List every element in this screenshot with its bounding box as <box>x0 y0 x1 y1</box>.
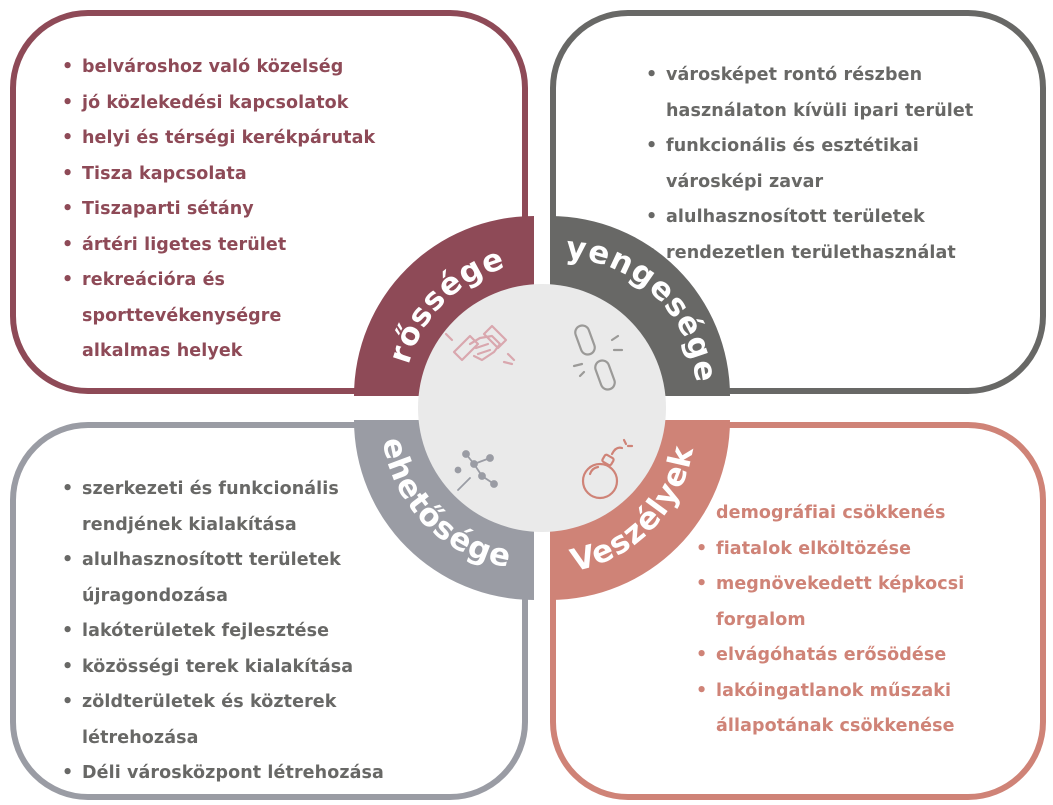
strengths-item: belvároshoz való közelség <box>60 50 375 86</box>
opportunities-item-continuation: rendjének kialakítása <box>82 514 297 535</box>
opportunities-item: zöldterületek és közterek <box>60 685 384 721</box>
strengths-item-continuation: alkalmas helyek <box>82 341 243 361</box>
opportunities-item-continuation: újragondozása <box>82 585 228 606</box>
opportunities-item: Déli városközpont létrehozása <box>60 756 384 792</box>
weaknesses-item-continuation: városképi zavar <box>666 171 824 192</box>
weaknesses-item: funkcionális és esztétikai <box>644 129 973 165</box>
strengths-list: belvároshoz való közelség jó közlekedési… <box>60 50 375 370</box>
opportunities-item: közösségi terek kialakítása <box>60 650 384 686</box>
threats-item-continuation: állapotának csökkenése <box>716 716 955 736</box>
opportunities-item: alulhasznosított területek <box>60 543 384 579</box>
threats-item: fiatalok elköltözése <box>694 532 964 568</box>
strengths-item: Tisza kapcsolata <box>60 157 375 193</box>
threats-item: megnövekedett képkocsi <box>694 567 964 603</box>
center-circle <box>418 284 666 532</box>
strengths-ring-segment <box>354 216 534 396</box>
threats-item-continuation: forgalom <box>716 609 806 630</box>
threats-list: demográfiai csökkenés fiatalok elköltözé… <box>694 496 964 745</box>
strengths-item: jó közlekedési kapcsolatok <box>60 86 375 122</box>
strengths-item: ártéri ligetes terület <box>60 228 375 264</box>
weaknesses-list: városképet rontó részben használaton kív… <box>644 58 973 271</box>
threats-item: lakóingatlanok műszaki <box>694 674 964 710</box>
opportunities-ring-segment <box>354 420 534 600</box>
weaknesses-ring-segment <box>550 216 730 396</box>
bomb-icon <box>581 438 634 500</box>
network-nodes-icon <box>454 450 498 491</box>
weaknesses-item: városképet rontó részben <box>644 58 973 94</box>
broken-chain-icon <box>572 324 624 391</box>
weaknesses-item: alulhasznosított területek <box>644 200 973 236</box>
threats-item: elvágóhatás erősödése <box>694 638 964 674</box>
strengths-item: Tiszaparti sétány <box>60 192 375 228</box>
opportunities-item-continuation: létrehozása <box>82 727 199 748</box>
strengths-item: helyi és térségi kerékpárutak <box>60 121 375 157</box>
opportunities-item: lakóterületek fejlesztése <box>60 614 384 650</box>
opportunities-list: szerkezeti és funkcionális rendjének kia… <box>60 472 384 792</box>
opportunities-item: szerkezeti és funkcionális <box>60 472 384 508</box>
handshake-icon <box>444 324 516 366</box>
threats-ring-segment <box>550 420 730 600</box>
strengths-item: rekreációra és <box>60 263 375 299</box>
strengths-title: Erősségek <box>0 0 509 367</box>
weaknesses-item-continuation: használaton kívüli ipari terület <box>666 100 974 121</box>
strengths-item-continuation: sporttevékenységre <box>82 305 282 326</box>
